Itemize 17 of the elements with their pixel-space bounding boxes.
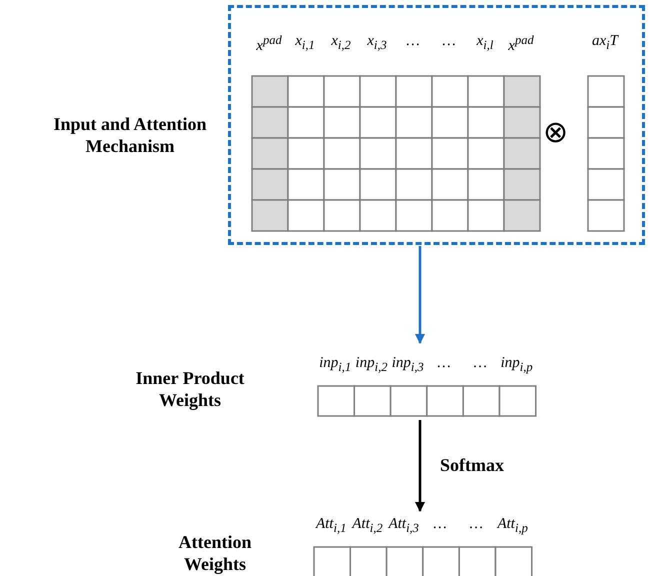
column-label: x$_{i,2}$ [330, 33, 352, 53]
column-label: Att$_{i,p}$ [496, 516, 529, 536]
column-label: ax$_{i}$T [591, 33, 620, 53]
operator-symbol: ⊗ [543, 118, 568, 148]
row-heading: Inner Product Weights [134, 367, 246, 411]
column-label: … [441, 33, 457, 50]
column-label: … [405, 33, 421, 50]
section-heading: Input and Attention Mechanism [52, 113, 208, 157]
row-heading: Attention Weights [178, 531, 252, 575]
arrow [415, 246, 425, 344]
column-label: inp$_{i,p}$ [500, 355, 534, 375]
arrow [415, 420, 425, 512]
column-label: x$_{i,3}$ [366, 33, 388, 53]
column-label: x$_{i,1}$ [294, 33, 316, 53]
column-label: x$^{pad}$ [507, 33, 535, 55]
column-label: x$^{pad}$ [255, 33, 283, 55]
column-label: x$_{i,l}$ [476, 33, 494, 53]
